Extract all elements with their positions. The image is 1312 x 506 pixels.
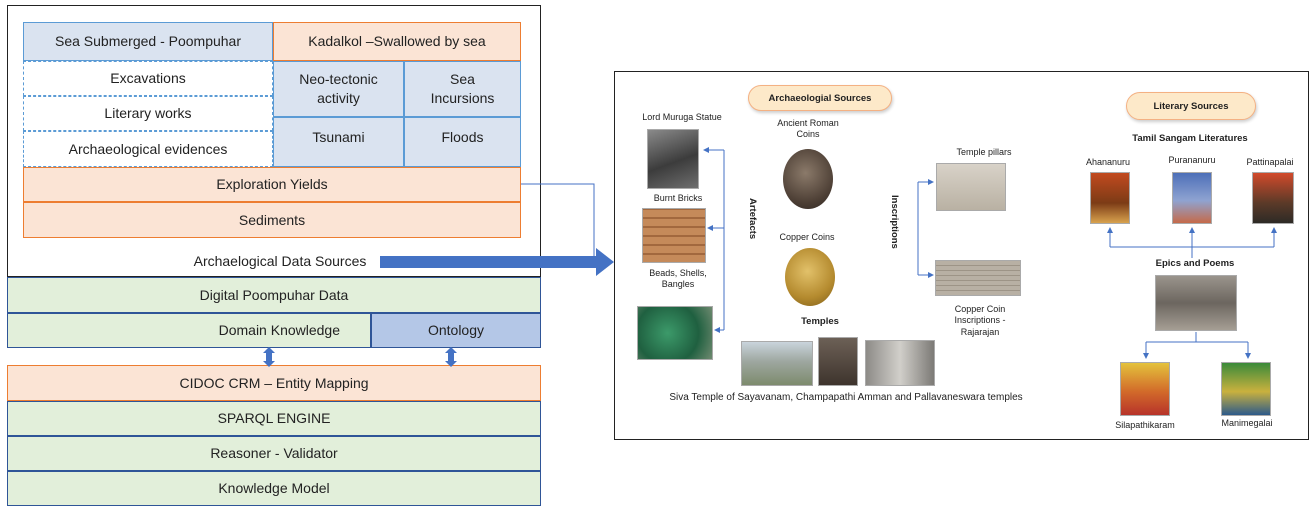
purananuru-label: Purananuru: [1168, 155, 1216, 165]
floods-label: Floods: [441, 129, 484, 145]
data-sources-frame: [7, 5, 541, 277]
pattinapalai-label: Pattinapalai: [1246, 157, 1294, 167]
domain-knowledge-layer: Domain Knowledge: [7, 313, 371, 348]
muruga-statue-image: [647, 129, 699, 189]
temple-image-1: [741, 341, 813, 386]
literary-works-label: Literary works: [104, 105, 192, 122]
literary-works-box: Literary works: [23, 96, 273, 131]
ontology-layer: Ontology: [371, 313, 541, 348]
archaeological-sources-pill: Archaeologial Sources: [748, 85, 892, 111]
double-arrow-icon: [445, 347, 457, 367]
tamil-sangam-label: Tamil Sangam Literatures: [1132, 133, 1248, 144]
copper-coins-label: Copper Coins: [779, 232, 835, 242]
sediments-label: Sediments: [238, 211, 306, 228]
manimegalai-book-image: [1221, 362, 1271, 416]
digital-data-label: Digital Poompuhar Data: [199, 286, 349, 303]
data-sources-label: Archaelogical Data Sources: [160, 250, 400, 272]
temple-image-3: [865, 340, 935, 386]
exploration-yields-box: Exploration Yields: [23, 167, 521, 202]
copper-coin-image: [785, 248, 835, 306]
excavations-label: Excavations: [110, 70, 186, 87]
kadalkol-box: Kadalkol –Swallowed by sea: [273, 22, 521, 61]
pattinapalai-book-image: [1252, 172, 1294, 224]
sea-submerged-box: Sea Submerged - Poompuhar: [23, 22, 273, 61]
literary-sources-label: Literary Sources: [1153, 100, 1229, 112]
silapathikaram-book-image: [1120, 362, 1170, 416]
sparql-layer: SPARQL ENGINE: [7, 401, 541, 436]
archaeological-evidences-box: Archaeological evidences: [23, 131, 273, 167]
purananuru-book-image: [1172, 172, 1212, 224]
ahananuru-label: Ahananuru: [1085, 157, 1131, 167]
data-sources-text: Archaelogical Data Sources: [193, 252, 367, 269]
tsunami-label: Tsunami: [312, 129, 365, 145]
double-arrow-icon: [263, 347, 275, 367]
temple-pillars-image: [936, 163, 1006, 211]
copper-coin-inscriptions-label: Copper Coin Inscriptions - Rajarajan: [954, 304, 1006, 337]
artefacts-label: Artefacts: [747, 198, 758, 240]
neo-tectonic-label: Neo-tectonic activity: [299, 71, 378, 106]
cidoc-layer: CIDOC CRM – Entity Mapping: [7, 365, 541, 401]
kadalkol-label: Kadalkol –Swallowed by sea: [308, 33, 486, 50]
ontology-label: Ontology: [427, 322, 485, 339]
archaeological-sources-label: Archaeologial Sources: [768, 92, 872, 104]
ahananuru-book-image: [1090, 172, 1130, 224]
knowledge-model-label: Knowledge Model: [218, 480, 330, 497]
epics-sculpture-image: [1155, 275, 1237, 331]
ancient-roman-label: Ancient Roman Coins: [777, 118, 839, 140]
beads-image: [637, 306, 713, 360]
lord-muruga-label: Lord Muruga Statue: [642, 112, 722, 122]
floods-box: Floods: [404, 117, 521, 167]
reasoner-label: Reasoner - Validator: [210, 445, 338, 462]
archaeological-evidences-label: Archaeological evidences: [68, 140, 228, 157]
exploration-yields-label: Exploration Yields: [216, 176, 328, 193]
tsunami-box: Tsunami: [273, 117, 404, 167]
inscriptions-label: Inscriptions: [889, 195, 900, 249]
temple-image-2: [818, 337, 858, 386]
sea-incursions-label: Sea Incursions: [430, 71, 495, 106]
neo-tectonic-box: Neo-tectonic activity: [273, 61, 404, 117]
sediments-box: Sediments: [23, 202, 521, 238]
excavations-box: Excavations: [23, 61, 273, 96]
burnt-bricks-label: Burnt Bricks: [653, 193, 703, 203]
copper-inscription-image: [935, 260, 1021, 296]
sources-panel: [614, 71, 1309, 440]
beads-label: Beads, Shells, Bangles: [649, 268, 707, 290]
roman-coin-image: [783, 149, 833, 209]
silapathikaram-label: Silapathikaram: [1115, 420, 1175, 430]
sea-submerged-label: Sea Submerged - Poompuhar: [55, 33, 241, 50]
temple-pillars-label: Temple pillars: [956, 147, 1012, 157]
domain-knowledge-label: Domain Knowledge: [218, 322, 340, 339]
manimegalai-label: Manimegalai: [1221, 418, 1273, 428]
sea-incursions-box: Sea Incursions: [404, 61, 521, 117]
sparql-label: SPARQL ENGINE: [217, 410, 331, 427]
epics-poems-label: Epics and Poems: [1155, 258, 1235, 269]
knowledge-model-layer: Knowledge Model: [7, 471, 541, 506]
reasoner-layer: Reasoner - Validator: [7, 436, 541, 471]
burnt-bricks-image: [642, 208, 706, 263]
cidoc-label: CIDOC CRM – Entity Mapping: [179, 374, 369, 391]
literary-sources-pill: Literary Sources: [1126, 92, 1256, 120]
siva-temple-caption: Siva Temple of Sayavanam, Champapathi Am…: [669, 392, 1023, 403]
digital-data-layer: Digital Poompuhar Data: [7, 277, 541, 313]
temples-label: Temples: [801, 316, 839, 327]
